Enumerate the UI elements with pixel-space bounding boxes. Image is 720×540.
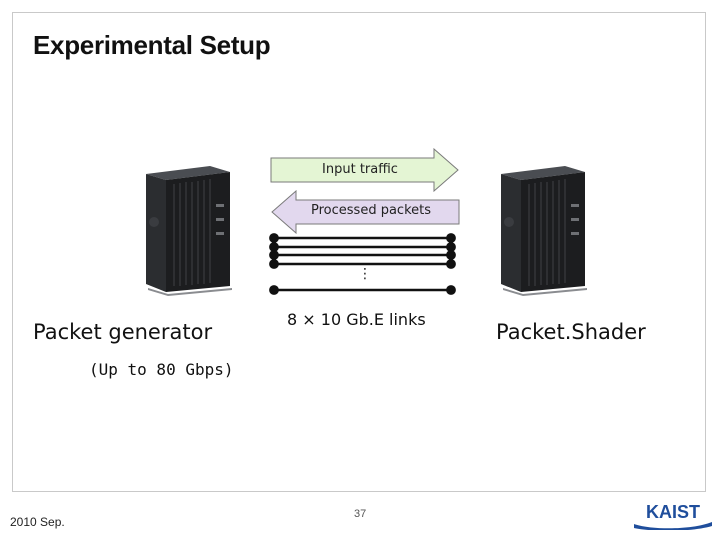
kaist-logo-text: KAIST	[646, 502, 700, 522]
slide-title: Experimental Setup	[33, 30, 271, 60]
kaist-logo: KAIST	[634, 502, 712, 530]
footer-date: 2010 Sep.	[10, 515, 65, 529]
server-left-icon	[146, 166, 232, 296]
processed-packets-arrow	[271, 190, 460, 234]
server-right-icon	[501, 166, 587, 296]
input-traffic-arrow	[270, 148, 459, 192]
packetshader-label: Packet.Shader	[496, 320, 646, 344]
page-number: 37	[354, 508, 367, 520]
packet-generator-label: Packet generator	[33, 320, 213, 344]
processed-packets-label: Processed packets	[311, 203, 431, 218]
slide-frame	[12, 12, 706, 492]
input-traffic-label: Input traffic	[322, 162, 398, 177]
links-ellipsis: ⋮	[358, 266, 372, 282]
links-label: 8 × 10 Gb.E links	[287, 310, 426, 329]
packet-generator-rate: (Up to 80 Gbps)	[89, 360, 234, 379]
link-lines	[269, 233, 456, 295]
